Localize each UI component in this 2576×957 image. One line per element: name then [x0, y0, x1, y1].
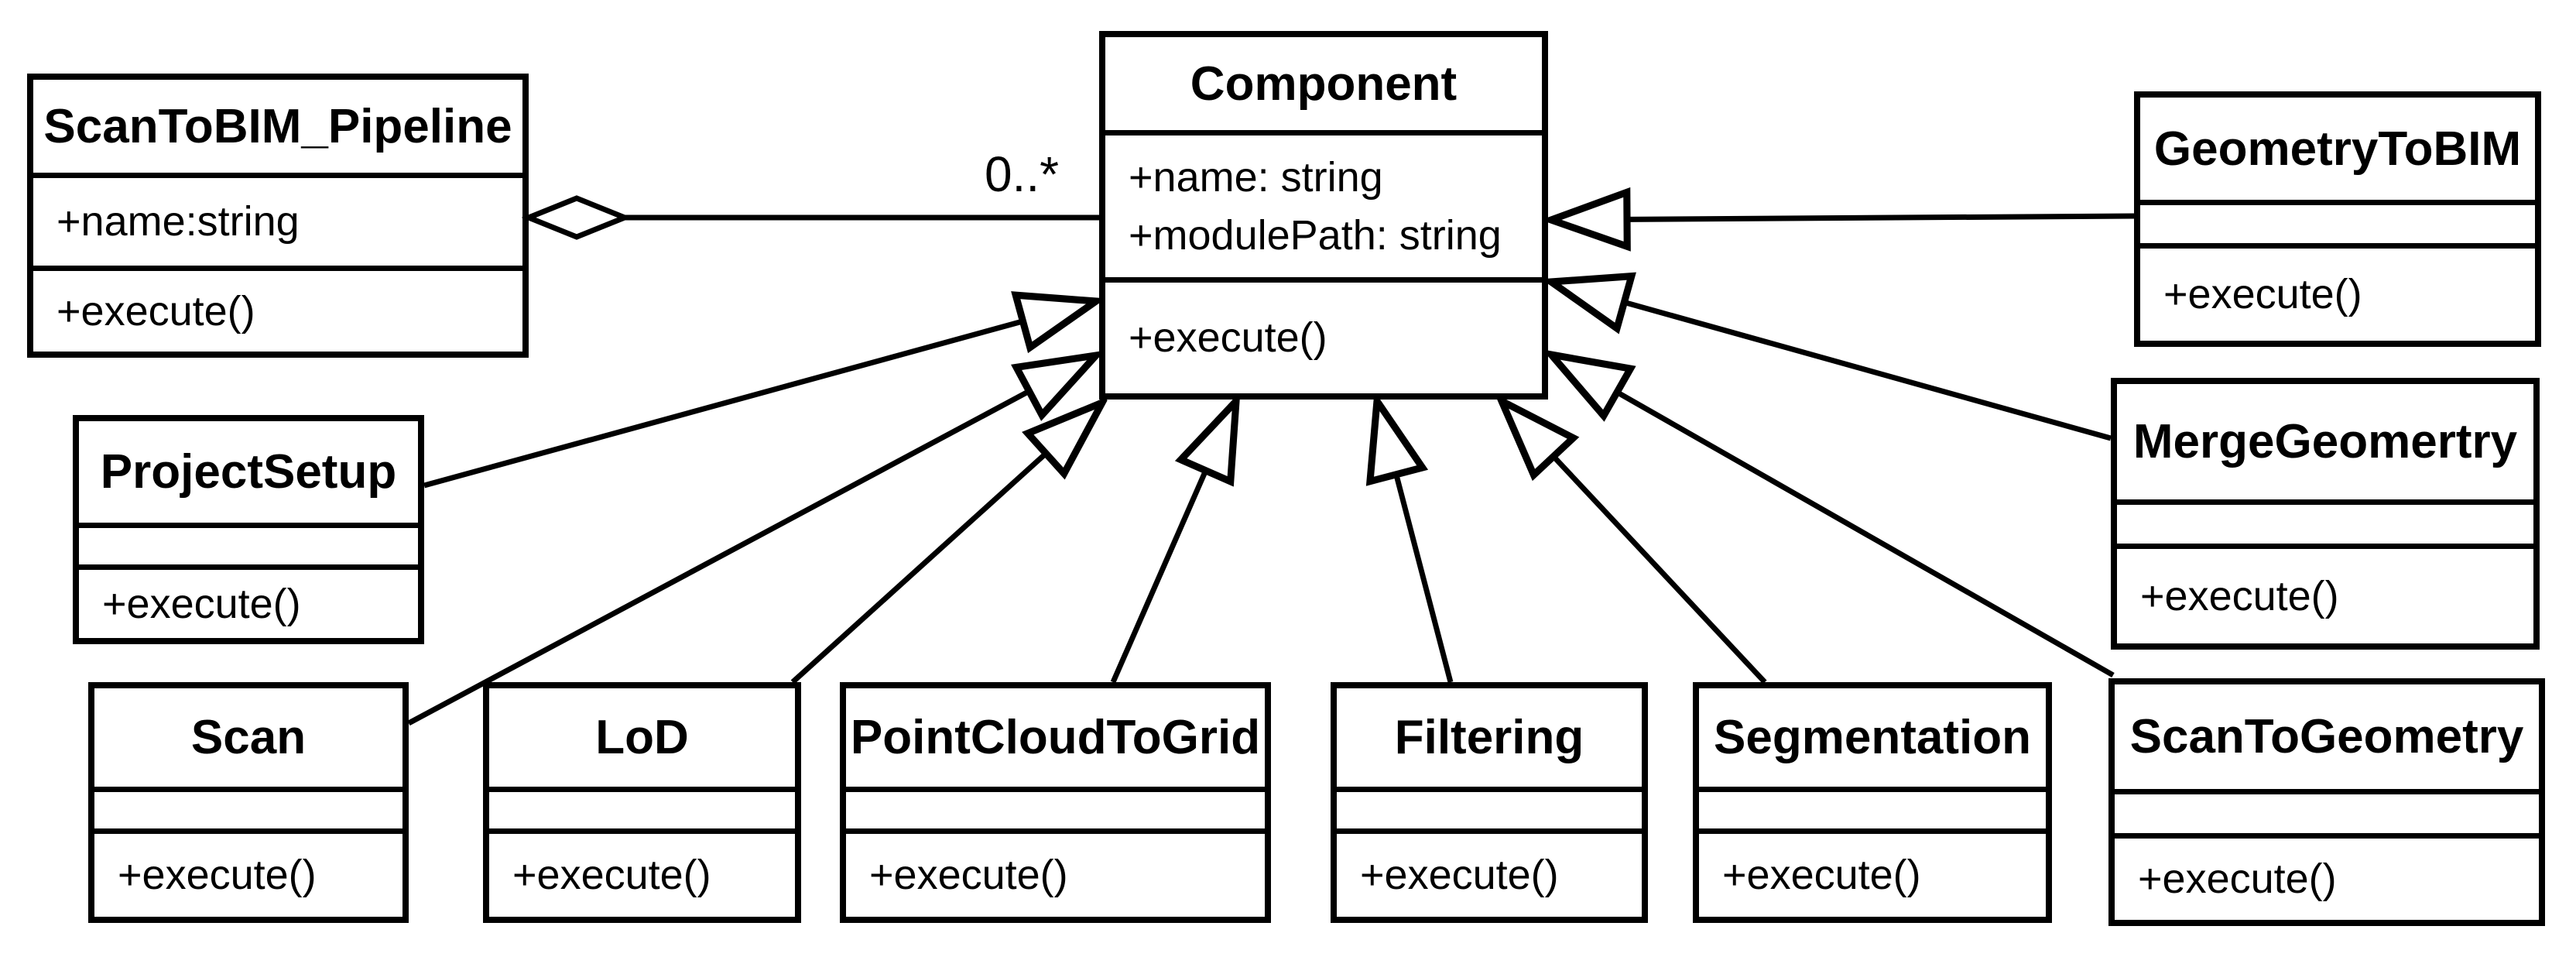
method: +execute()	[102, 580, 301, 627]
class-methods: +execute()	[1337, 828, 1642, 917]
class-box-pointcloudtogrid[interactable]: PointCloudToGrid +execute()	[840, 682, 1271, 923]
class-attributes	[1337, 787, 1642, 828]
class-attributes	[94, 787, 402, 828]
class-box-scan[interactable]: Scan +execute()	[88, 682, 409, 923]
method: +execute()	[2140, 572, 2339, 619]
method: +execute()	[57, 287, 255, 334]
class-title: MergeGeomertry	[2132, 415, 2518, 468]
class-attributes	[489, 787, 795, 828]
class-methods: +execute()	[79, 564, 418, 638]
class-box-filtering[interactable]: Filtering +execute()	[1331, 682, 1648, 923]
generalization-line-filtering	[1377, 401, 1454, 683]
class-methods: +execute()	[846, 828, 1265, 917]
method: +execute()	[2163, 271, 2362, 318]
class-box-geometrytobim[interactable]: GeometryToBIM +execute()	[2134, 91, 2541, 347]
generalization-line-scantogeometry	[1551, 355, 2115, 678]
class-title: Filtering	[1394, 711, 1584, 764]
generalization-line-scan	[407, 355, 1096, 726]
class-methods: +execute()	[1699, 828, 2046, 917]
class-methods: +execute()	[489, 828, 795, 917]
generalization-line-segmentation	[1502, 401, 1767, 684]
class-methods: +execute()	[2117, 544, 2533, 643]
method: +execute()	[2138, 856, 2337, 903]
class-title: Component	[1190, 57, 1458, 111]
class-title: Scan	[190, 711, 307, 764]
class-box-mergegeomertry[interactable]: MergeGeomertry +execute()	[2111, 378, 2540, 650]
method: +execute()	[118, 852, 317, 899]
class-methods: +execute()	[2115, 833, 2539, 920]
generalization-line-mergegeomertry	[1551, 282, 2112, 441]
attribute: +modulePath: string	[1129, 211, 1502, 259]
class-attributes	[1699, 787, 2046, 828]
class-attributes	[2117, 499, 2533, 544]
class-attributes: +name:string	[33, 173, 522, 266]
method: +execute()	[1360, 852, 1559, 899]
aggregation-diamond-icon	[521, 195, 632, 240]
method: +execute()	[869, 852, 1068, 899]
generalization-line-lod	[790, 403, 1102, 684]
class-methods: +execute()	[33, 266, 522, 352]
class-methods: +execute()	[1105, 277, 1542, 393]
class-title: Segmentation	[1714, 711, 2031, 764]
class-attributes	[2140, 200, 2535, 243]
class-title: GeometryToBIM	[2153, 122, 2522, 176]
method: +execute()	[1129, 314, 1327, 362]
class-box-scantogeometry[interactable]: ScanToGeometry +execute()	[2108, 678, 2545, 926]
generalization-line-pointcloudtogrid	[1110, 401, 1236, 684]
class-methods: +execute()	[94, 828, 402, 917]
class-attributes: +name: string +modulePath: string	[1105, 130, 1542, 277]
class-title: LoD	[595, 711, 689, 764]
class-box-projectsetup[interactable]: ProjectSetup +execute()	[73, 415, 424, 644]
attribute: +name:string	[57, 198, 300, 245]
class-box-scantobim-pipeline[interactable]: ScanToBIM_Pipeline +name:string +execute…	[27, 74, 529, 358]
class-box-component[interactable]: Component +name: string +modulePath: str…	[1099, 31, 1548, 400]
multiplicity-label: 0..*	[985, 146, 1059, 202]
class-title: ScanToGeometry	[2129, 710, 2524, 763]
class-attributes	[79, 523, 418, 564]
class-attributes	[846, 787, 1265, 828]
class-box-lod[interactable]: LoD +execute()	[483, 682, 801, 923]
class-title: ScanToBIM_Pipeline	[43, 99, 512, 153]
class-box-segmentation[interactable]: Segmentation +execute()	[1693, 682, 2052, 923]
class-attributes	[2115, 789, 2539, 833]
generalization-line-geometrytobim	[1551, 216, 2135, 220]
method: +execute()	[1722, 852, 1921, 899]
class-title: ProjectSetup	[100, 445, 397, 499]
class-title: PointCloudToGrid	[850, 711, 1261, 764]
class-methods: +execute()	[2140, 243, 2535, 341]
attribute: +name: string	[1129, 153, 1383, 201]
method: +execute()	[512, 852, 711, 899]
